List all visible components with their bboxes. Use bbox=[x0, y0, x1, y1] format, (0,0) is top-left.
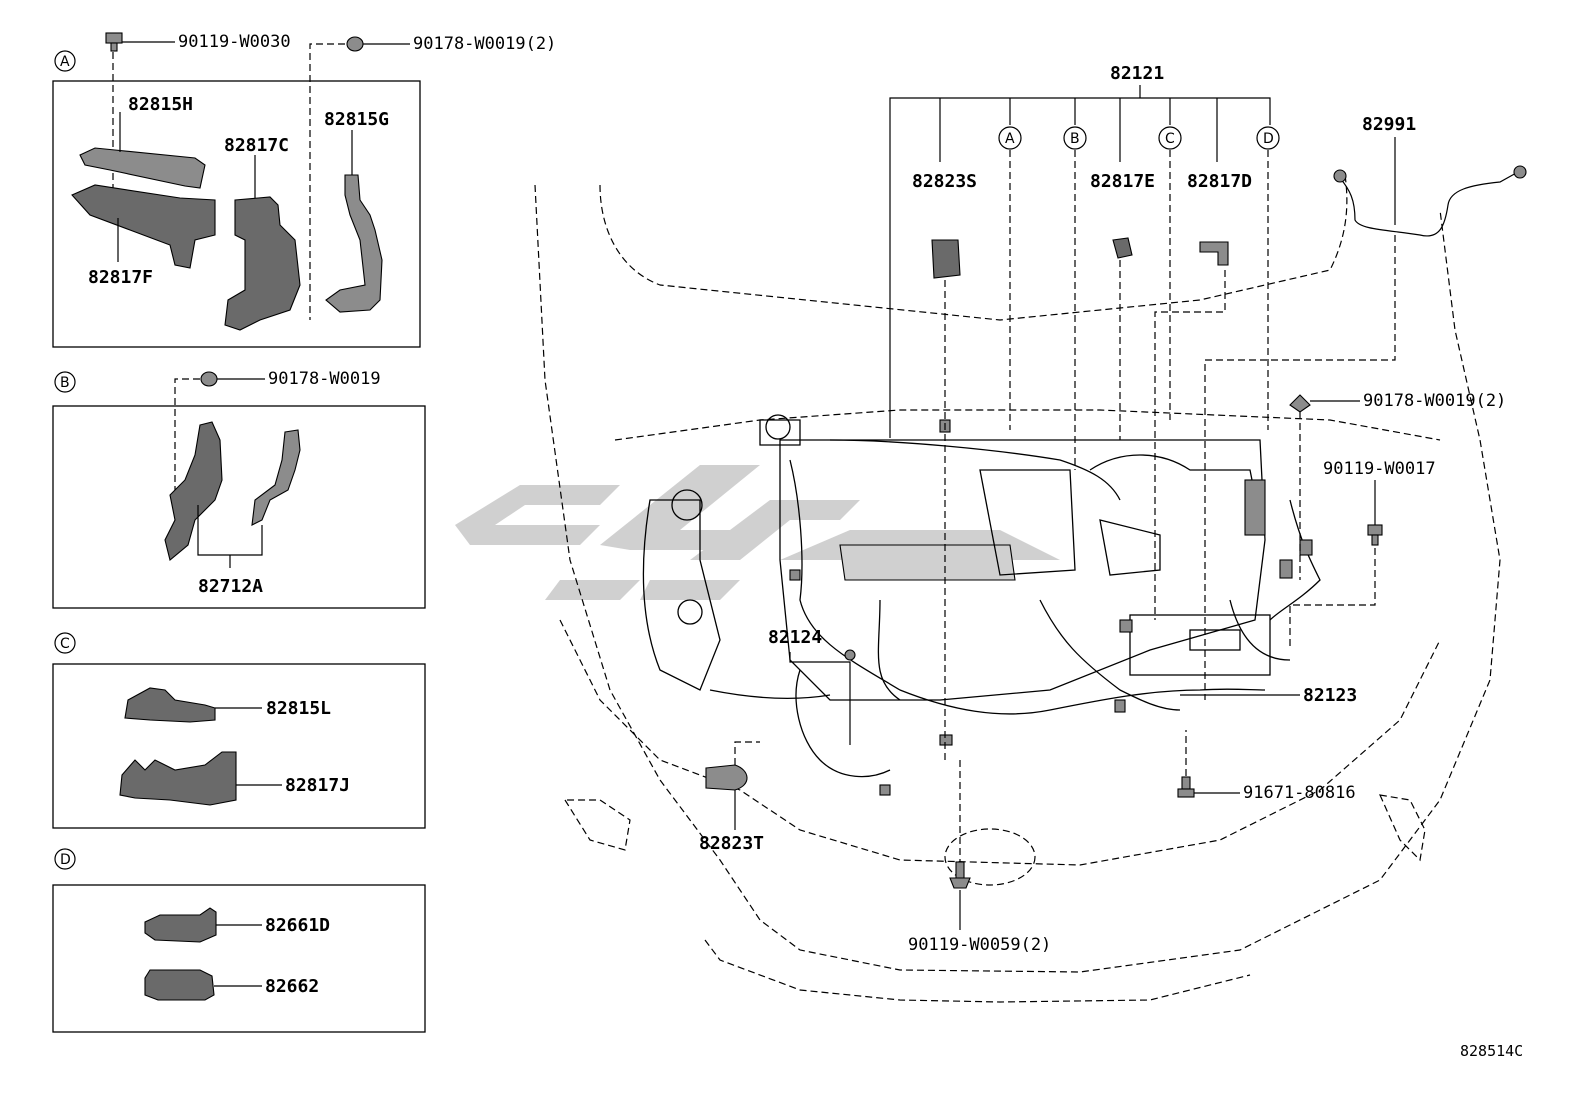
main-callout-b-label: B bbox=[1070, 131, 1080, 147]
label-90119-w0017: 90119-W0017 bbox=[1323, 459, 1436, 479]
label-82815g: 82815G bbox=[324, 109, 389, 130]
label-91671-80816: 91671-80816 bbox=[1243, 783, 1356, 803]
clip-icon bbox=[1289, 394, 1311, 413]
label-82991: 82991 bbox=[1362, 114, 1416, 135]
clip-icon bbox=[200, 371, 218, 387]
item-82991: 82991 bbox=[1204, 114, 1527, 700]
callout-c-circle bbox=[54, 632, 76, 654]
item-82817d: 82817D bbox=[1154, 171, 1252, 620]
panel-b: B 90178-W0019 82712A bbox=[52, 369, 426, 609]
part-82815l bbox=[124, 687, 216, 723]
label-90119-w0059-2: 90119-W0059(2) bbox=[908, 935, 1051, 955]
label-82123: 82123 bbox=[1303, 685, 1357, 706]
part-82815h bbox=[79, 147, 206, 189]
label-82815l: 82815L bbox=[266, 698, 331, 719]
part-82817j bbox=[119, 751, 237, 806]
panel-a: A 90119-W0030 90178-W0019(2) 82815H 8281… bbox=[52, 32, 556, 348]
callout-a-circle bbox=[54, 50, 76, 72]
label-82662: 82662 bbox=[265, 976, 319, 997]
main-callout-c-label: C bbox=[1165, 131, 1175, 147]
item-90178-w0019-2-right: 90178-W0019(2) bbox=[1289, 391, 1506, 580]
label-82712a: 82712A bbox=[198, 576, 263, 597]
main-callout-a-label: A bbox=[1005, 131, 1015, 147]
part-82815g bbox=[325, 174, 383, 313]
label-82661d: 82661D bbox=[265, 915, 330, 936]
callout-c-label: C bbox=[60, 636, 70, 652]
part-82823t bbox=[705, 764, 748, 791]
panel-b-box bbox=[52, 405, 426, 609]
leader-82121: 82121 bbox=[889, 63, 1271, 438]
item-82124: 82124 bbox=[768, 627, 856, 745]
item-82823s: 82823S bbox=[912, 171, 977, 760]
bolt-icon bbox=[1367, 524, 1383, 546]
label-82823s: 82823S bbox=[912, 171, 977, 192]
label-82817e: 82817E bbox=[1090, 171, 1155, 192]
label-82817f: 82817F bbox=[88, 267, 153, 288]
panel-a-box bbox=[52, 80, 421, 348]
label-82817c: 82817C bbox=[224, 135, 289, 156]
label-90178-w0019-2-a: 90178-W0019(2) bbox=[413, 34, 556, 54]
label-90178-w0019-b: 90178-W0019 bbox=[268, 369, 381, 389]
item-90119-w0059-2: 90119-W0059(2) bbox=[908, 760, 1051, 955]
main-callout-d bbox=[1256, 126, 1280, 150]
item-90119-w0017: 90119-W0017 bbox=[1289, 459, 1436, 650]
engine-bay-drawing bbox=[534, 174, 1501, 1003]
callout-d-circle bbox=[54, 848, 76, 870]
bolt-icon bbox=[105, 32, 123, 52]
part-82817f bbox=[71, 184, 216, 269]
panel-d: D 82661D 82662 bbox=[52, 848, 426, 1033]
part-82662 bbox=[144, 969, 215, 1001]
label-82124: 82124 bbox=[768, 627, 822, 648]
panel-c-box bbox=[52, 663, 426, 829]
label-82817j: 82817J bbox=[285, 775, 350, 796]
callout-d-label: D bbox=[60, 852, 71, 868]
label-82817d: 82817D bbox=[1187, 171, 1252, 192]
bolt-icon bbox=[949, 861, 971, 889]
item-82823t: 82823T bbox=[699, 741, 764, 854]
part-82817c bbox=[224, 196, 301, 331]
clip-icon bbox=[346, 36, 364, 52]
part-82661d bbox=[144, 907, 217, 943]
callout-b-label: B bbox=[60, 375, 70, 391]
label-82121: 82121 bbox=[1110, 63, 1164, 84]
main-callout-d-label: D bbox=[1263, 131, 1274, 147]
item-82123: 82123 bbox=[1180, 685, 1357, 706]
callout-a-label: A bbox=[60, 54, 70, 70]
label-82823t: 82823T bbox=[699, 833, 764, 854]
diagram-id: 828514C bbox=[1460, 1042, 1523, 1060]
panel-d-box bbox=[52, 884, 426, 1033]
part-82712a-right bbox=[251, 429, 301, 526]
bolt-icon bbox=[1177, 776, 1195, 798]
panel-c: C 82815L 82817J bbox=[52, 632, 426, 829]
main-callouts: A B C D bbox=[998, 126, 1280, 470]
label-90178-w0019-2-right: 90178-W0019(2) bbox=[1363, 391, 1506, 411]
item-91671-80816: 91671-80816 bbox=[1177, 730, 1356, 803]
main-callout-a bbox=[998, 126, 1022, 150]
part-82712a-left bbox=[164, 421, 223, 561]
main-callout-b bbox=[1063, 126, 1087, 150]
main-callout-c bbox=[1158, 126, 1182, 150]
callout-b-circle bbox=[54, 371, 76, 393]
label-90119-w0030: 90119-W0030 bbox=[178, 32, 291, 52]
label-82815h: 82815H bbox=[128, 94, 193, 115]
item-82817e: 82817E bbox=[1090, 171, 1155, 440]
